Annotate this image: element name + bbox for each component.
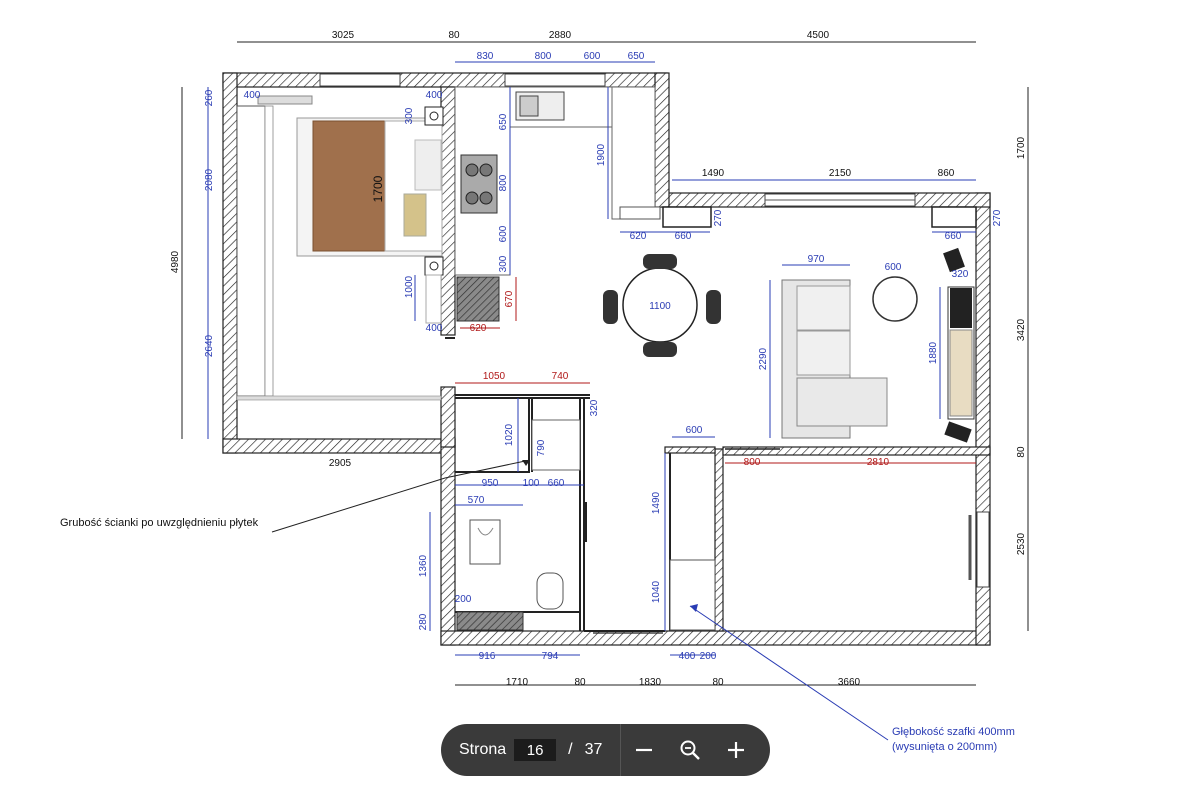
dim-text: 600 xyxy=(885,262,902,273)
dim-text: 794 xyxy=(542,651,559,662)
dim-text: 1050 xyxy=(483,371,506,382)
dim-text: 200 xyxy=(455,594,472,605)
dim-text: 400 xyxy=(244,90,261,101)
dim-text: 80 xyxy=(448,30,460,41)
dim-text: 660 xyxy=(945,231,962,242)
dim-text: 2150 xyxy=(829,168,852,179)
leader-lines xyxy=(271,459,889,741)
plus-icon xyxy=(728,742,745,758)
dim-text: 950 xyxy=(482,478,499,489)
dim-text: 3025 xyxy=(332,30,355,41)
bathroom-fixtures xyxy=(456,419,716,631)
dim-text: 1020 xyxy=(504,423,515,446)
dim-text: 3660 xyxy=(838,677,861,688)
dim-text: 400 xyxy=(426,90,443,101)
dim-text: 80 xyxy=(1016,446,1027,458)
dim-text: 320 xyxy=(589,399,600,416)
page-toolbar: Strona / 37 xyxy=(441,724,770,776)
blue-dimension-lines xyxy=(207,61,976,656)
red-dimension-lines xyxy=(455,277,976,464)
dim-text: 650 xyxy=(498,113,509,130)
dim-text: 916 xyxy=(479,651,496,662)
dim-text: 270 xyxy=(992,209,1003,226)
dining-set xyxy=(603,254,721,357)
dim-text: 200 xyxy=(700,651,717,662)
dim-text: 400 xyxy=(426,323,443,334)
page-separator: / xyxy=(568,741,573,758)
dim-text: 260 xyxy=(204,89,215,106)
dim-text: 1830 xyxy=(639,677,662,688)
dim-text: 270 xyxy=(713,209,724,226)
bedroom-furniture xyxy=(236,95,444,401)
dim-text: 790 xyxy=(536,439,547,456)
dim-text: 2290 xyxy=(758,347,769,370)
dim-text: 600 xyxy=(686,425,703,436)
dim-text: 1710 xyxy=(506,677,529,688)
dim-text: 1490 xyxy=(651,491,662,514)
dim-text: 570 xyxy=(468,495,485,506)
page-label: Strona xyxy=(459,741,507,758)
dim-text: 1000 xyxy=(404,275,415,298)
dimension-lines xyxy=(181,41,1029,686)
wall-thickness-note: Grubość ścianki po uwzględnieniu płytek xyxy=(60,517,259,529)
dim-text: 600 xyxy=(498,225,509,242)
dim-text: 800 xyxy=(535,51,552,62)
page-number-input[interactable] xyxy=(514,739,557,761)
dim-text: 300 xyxy=(404,107,415,124)
living-furniture xyxy=(781,247,975,443)
dim-text: 2530 xyxy=(1016,532,1027,555)
doors xyxy=(445,337,780,634)
dim-text: 1880 xyxy=(928,341,939,364)
dim-text: 1100 xyxy=(649,301,671,312)
dim-text: 2640 xyxy=(204,334,215,357)
dim-text: 3420 xyxy=(1016,318,1027,341)
dim-text: 620 xyxy=(630,231,647,242)
minus-icon xyxy=(636,748,653,752)
dim-text: 860 xyxy=(938,168,955,179)
dim-text: 2810 xyxy=(867,457,890,468)
dim-text: 2905 xyxy=(329,458,352,469)
zoom-reset-button[interactable] xyxy=(667,724,713,776)
page-total: 37 xyxy=(584,741,603,758)
dim-text: 1360 xyxy=(418,554,429,577)
dim-text: 2880 xyxy=(549,30,572,41)
dim-text: 80 xyxy=(574,677,586,688)
dim-text: 600 xyxy=(584,51,601,62)
dim-text: 800 xyxy=(498,174,509,191)
dim-text: 1490 xyxy=(702,168,725,179)
dim-text: 320 xyxy=(952,269,969,280)
magnifier-icon xyxy=(680,740,701,760)
dim-text: 1700 xyxy=(1016,136,1027,159)
dim-text: 2080 xyxy=(204,168,215,191)
cabinet-offset-note: (wysunięta o 200mm) xyxy=(892,741,997,753)
dim-text: 100 xyxy=(523,478,540,489)
dim-text: 4500 xyxy=(807,30,830,41)
dim-text: 650 xyxy=(628,51,645,62)
dim-text: 400 xyxy=(679,651,696,662)
dim-text: 4980 xyxy=(170,250,181,273)
dim-text: 80 xyxy=(712,677,724,688)
kitchen-furniture xyxy=(454,86,977,322)
dim-text: 660 xyxy=(675,231,692,242)
dim-text: 670 xyxy=(504,290,515,307)
dim-text: 830 xyxy=(477,51,494,62)
dim-text: 660 xyxy=(548,478,565,489)
zoom-out-button[interactable] xyxy=(621,724,667,776)
dim-text: 740 xyxy=(552,371,569,382)
dim-text: 1040 xyxy=(651,580,662,603)
cabinet-depth-note: Głębokość szafki 400mm xyxy=(892,726,1015,738)
dim-text: 1900 xyxy=(596,143,607,166)
zoom-in-button[interactable] xyxy=(713,724,759,776)
dim-text: 300 xyxy=(498,255,509,272)
dim-text: 800 xyxy=(744,457,761,468)
dim-text: 280 xyxy=(418,613,429,630)
dim-text: 1700 xyxy=(371,175,385,202)
dim-text: 620 xyxy=(470,323,487,334)
dim-text: 970 xyxy=(808,254,825,265)
toolbar-divider xyxy=(620,724,622,776)
